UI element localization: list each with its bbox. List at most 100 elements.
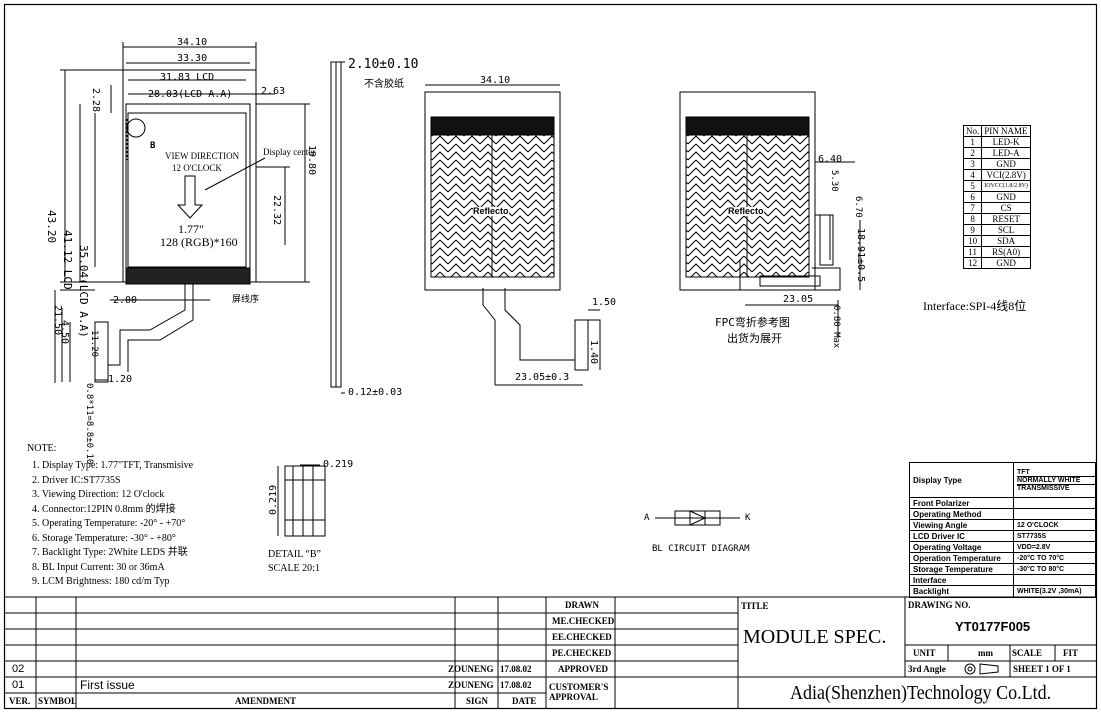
pin-table-header: No. PIN NAME [962,125,1031,137]
pin-name: SCL [981,224,1031,236]
pin-name: SDA [981,235,1031,247]
dim-1-20: 1.20 [108,374,133,385]
dim-43-20: 43.20 [45,210,58,244]
pin-number: 9 [962,224,983,236]
note-item: 2. Driver IC:ST7735S [32,474,121,486]
bl-cathode-label: K [745,513,751,523]
col-sign: SIGN [466,696,489,706]
rev-01-amendment: First issue [80,678,135,692]
note-item: 3. Viewing Direction: 12 O'clock [32,489,165,500]
rev-02-date: 17.08.02 [500,664,532,674]
pin-name: RESET [981,213,1031,225]
pin-name: CS [981,202,1031,214]
pin-number: 8 [962,213,983,225]
dim-lcd-aa-width: 28.03(LCD A.A) [148,89,233,100]
dim-glass-width: 33.30 [177,53,208,64]
back-brand: Reflecto [473,206,509,216]
note-item: 5. Operating Temperature: -20° - +70° [32,518,186,529]
spec-value [1014,575,1095,585]
dim-22-32: 22.32 [271,195,282,226]
display-center-label: Display center [263,147,316,157]
bent-dim-5-30: 5.30 [829,170,839,192]
col-symbol: SYMBOL [38,696,78,706]
bl-caption: BL CIRCUIT DIAGRAM [652,544,750,554]
drawing-title: MODULE SPEC. [743,626,887,648]
note-item: 8. BL Input Current: 30 or 36mA [32,561,165,573]
pin-number: 2 [962,147,983,159]
spec-row: Front Polarizer [910,497,1095,508]
pin-name: GND [981,257,1031,269]
scale-label: SCALE [1012,648,1043,658]
back-dim-1-40: 1.40 [588,340,599,365]
display-size: 1.77" [178,222,204,236]
fpc-small-label: 屏线序 [232,295,260,305]
projection-label: 3rd Angle [908,664,946,674]
detail-dim-h: 0.219 [268,484,279,515]
back-dim-1-50: 1.50 [592,297,617,308]
pin-name: IOVCC(1.8/2.8V) [981,180,1031,192]
detail-dim-w: 0.219 [323,459,354,470]
pin-no-header: No. [962,125,983,137]
spec-value: ST7735S [1017,532,1047,540]
view-clock-label: 12 O'CLOCK [172,163,222,173]
pin-number: 12 [962,257,983,269]
back-dim-23-05: 23.05±0.3 [515,372,570,383]
unit-label: UNIT [913,648,936,658]
spec-value: WHITE(3.2V ,30mA) [1017,588,1082,595]
drawing-number: YT0177F005 [955,619,1031,634]
pin-number: 6 [962,191,983,203]
spec-label: Display Type [910,463,1014,497]
spec-label: Interface [910,575,1014,585]
pin-number: 10 [962,235,983,247]
pin-name: LED-A [981,147,1031,159]
note-item: 1. Display Type: 1.77"TFT, Transmisive [32,460,194,471]
pe-checked-label: PE.CHECKED [552,648,612,658]
pin-number: 4 [962,169,983,181]
dim-35-04: 35.04(LCD A.A) [77,245,90,338]
spec-label: Backlight [910,586,1014,597]
dim-pin-pitch: 0.8*11=8.8±0.10 [84,383,94,465]
side-note: 不含胶纸 [364,79,404,90]
note-item: 4. Connector:12PIN 0.8mm 的焊接 [32,503,176,515]
rev-01-date: 17.08.02 [500,680,532,690]
pin-name: RS(A0) [981,246,1031,258]
dim-lcd-width: 31.83 LCD [160,72,215,83]
spec-label: LCD Driver IC [910,531,1014,541]
spec-label: Storage Temperature [910,564,1014,574]
unit-value: mm [978,648,993,658]
me-checked-label: ME.CHECKED [552,616,615,626]
interface-label: Interface:SPI-4线8位 [923,299,1027,313]
pin-number: 1 [962,136,983,148]
bent-caption-1: FPC弯折参考图 [715,316,790,329]
col-ver: VER. [9,696,31,706]
drawing-no-label: DRAWING NO. [908,600,971,610]
note-item: 7. Backlight Type: 2White LEDS 并联 [32,547,188,558]
dim-2-00: 2.00 [113,295,138,306]
rev-01-sign: ZOUNENG [448,680,494,690]
col-amendment: AMENDMENT [235,696,296,706]
spec-value: 12 O'CLOCK [1017,521,1059,529]
bent-dim-6-40: 6.40 [818,154,843,165]
rev-02-ver: 02 [12,663,25,675]
side-thickness: 2.10±0.10 [348,57,419,72]
detail-title: DETAIL “B” [268,549,321,560]
pin-name: VCI(2.8V) [981,169,1031,181]
pin-name: LED-K [981,136,1031,148]
bent-dim-0-80: 0.80 Max [831,305,841,349]
